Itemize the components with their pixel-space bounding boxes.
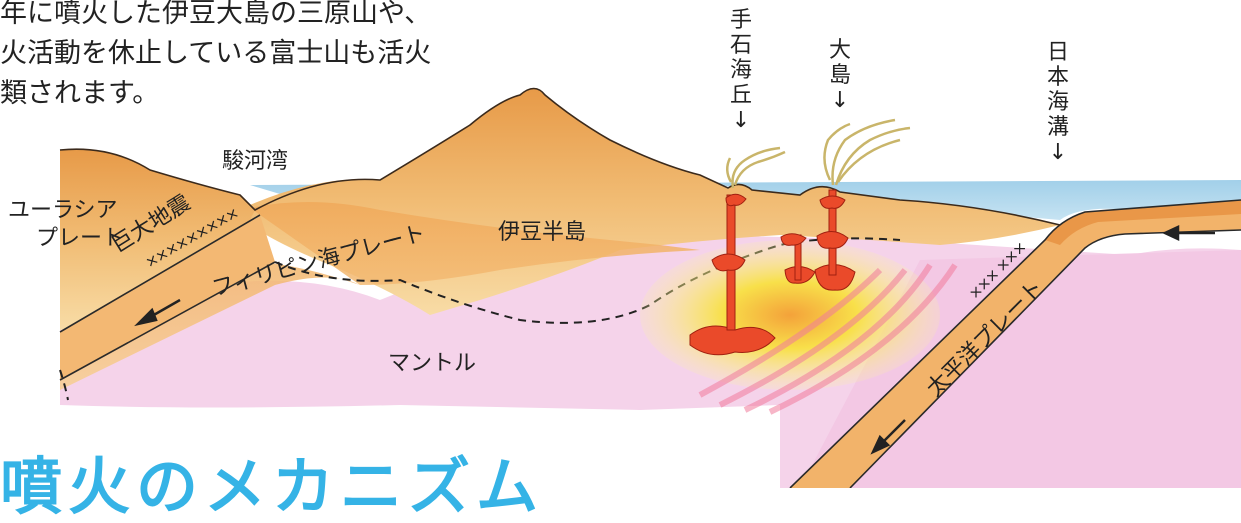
- label-oshima: 大 島 ↓: [828, 38, 851, 113]
- intro-paragraph: 年に噴火した伊豆大島の三原山や、 火活動を休止している富士山も活火 類されます。: [0, 0, 431, 114]
- label-mantle: マントル: [388, 351, 477, 376]
- slab-outline-left: [59, 214, 276, 381]
- eruption-plumes: [726, 118, 911, 189]
- slab-outline-right: [789, 199, 1241, 488]
- pacific-plate-top: [1045, 200, 1241, 245]
- intro-line-3: 類されます。: [0, 78, 160, 109]
- label-suruga-bay: 駿河湾: [222, 149, 289, 174]
- label-japan-trench: 日 本 海 溝 ↓: [1046, 40, 1069, 165]
- label-izu-peninsula: 伊豆半島: [498, 220, 587, 245]
- philippine-plate-band: [60, 215, 275, 380]
- plate-cross-section-diagram: [59, 87, 1241, 488]
- heat-arcs: [698, 263, 958, 415]
- intro-line-2: 火活動を休止している富士山も活火: [0, 38, 432, 69]
- crust-outline: [59, 87, 1061, 226]
- label-teishi-kaikyu: 手 石 海 丘 ↓: [729, 8, 752, 133]
- pacific-plate-band: [790, 200, 1241, 488]
- eurasian-land: [60, 149, 255, 330]
- plate-arrows: [134, 225, 1215, 455]
- magma-chambers: [689, 189, 856, 356]
- section-heading: 噴火のメカニズム: [0, 450, 545, 523]
- sea-water: [250, 175, 1241, 220]
- philippine-slab: [60, 201, 700, 390]
- label-eurasian-plate-2: プレート: [36, 226, 125, 251]
- intro-line-1: 年に噴火した伊豆大島の三原山や、: [0, 0, 432, 29]
- label-eurasian-plate-1: ユーラシア: [8, 198, 118, 223]
